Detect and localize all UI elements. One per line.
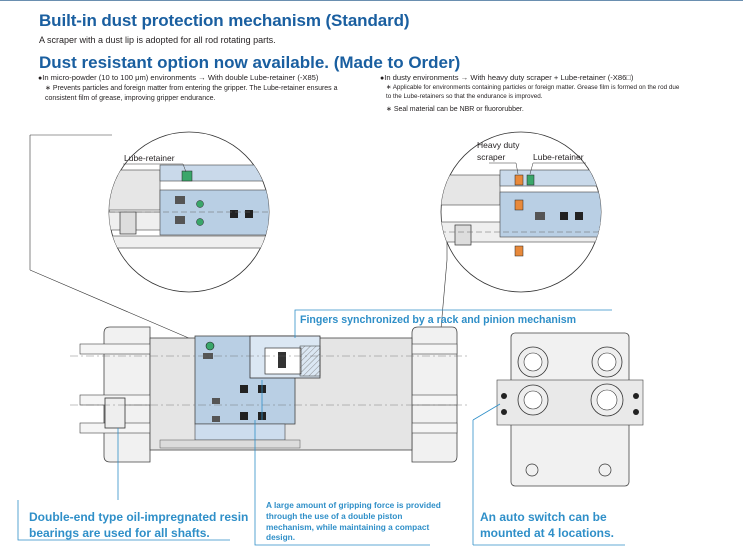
right-option-title: ●In dusty environments → With heavy duty…: [380, 73, 633, 84]
left-label-lube-retainer: Lube-retainer: [124, 153, 175, 163]
left-option-note: ∗ Prevents particles and foreign matter …: [45, 84, 363, 103]
right-option-note2-text: Seal material can be NBR or fluororubber…: [393, 106, 524, 113]
bullet-dot-icon: ●: [380, 75, 385, 82]
left-option-note-text: Prevents particles and foreign matter fr…: [45, 85, 338, 102]
callout-auto-switch: An auto switch can be mounted at 4 locat…: [480, 510, 615, 540]
callout-rack-pinion: Fingers synchronized by a rack and pinio…: [300, 314, 577, 326]
right-option-title-text: In dusty environments → With heavy duty …: [384, 73, 634, 82]
callout-gripping-force: A large amount of gripping force is prov…: [266, 500, 441, 543]
callout-frames: [17, 309, 625, 546]
heading-made-to-order: Dust resistant option now available. (Ma…: [39, 53, 461, 72]
callout-bearings: Double-end type oil-impregnated resin be…: [29, 510, 249, 540]
right-option-note1-text: Applicable for environments containing p…: [386, 84, 680, 100]
main-section-drawing: [70, 326, 470, 463]
right-label-heavy-duty: Heavy duty: [477, 140, 520, 150]
asterisk-note-icon: ∗: [386, 106, 392, 113]
asterisk-note-icon: ∗: [45, 85, 51, 92]
heading-standard: Built-in dust protection mechanism (Stan…: [39, 11, 410, 30]
end-view-drawing: [496, 332, 644, 487]
asterisk-note-icon: ∗: [386, 84, 392, 91]
right-label-lube-retainer: Lube-retainer: [533, 152, 584, 162]
heading-standard-subtitle: A scraper with a dust lip is adopted for…: [39, 35, 276, 45]
top-rule: [0, 0, 743, 1]
left-option-title: ●In micro-powder (10 to 100 μm) environm…: [38, 73, 318, 84]
bullet-dot-icon: ●: [38, 75, 43, 82]
left-option-title-text: In micro-powder (10 to 100 μm) environme…: [42, 73, 319, 82]
right-option-note2: ∗ Seal material can be NBR or fluororubb…: [386, 105, 686, 115]
right-label-scraper: scraper: [477, 152, 506, 162]
right-option-note1: ∗ Applicable for environments containing…: [386, 84, 686, 102]
right-zoom-circle: [440, 131, 602, 293]
left-zoom-circle: [108, 131, 270, 293]
